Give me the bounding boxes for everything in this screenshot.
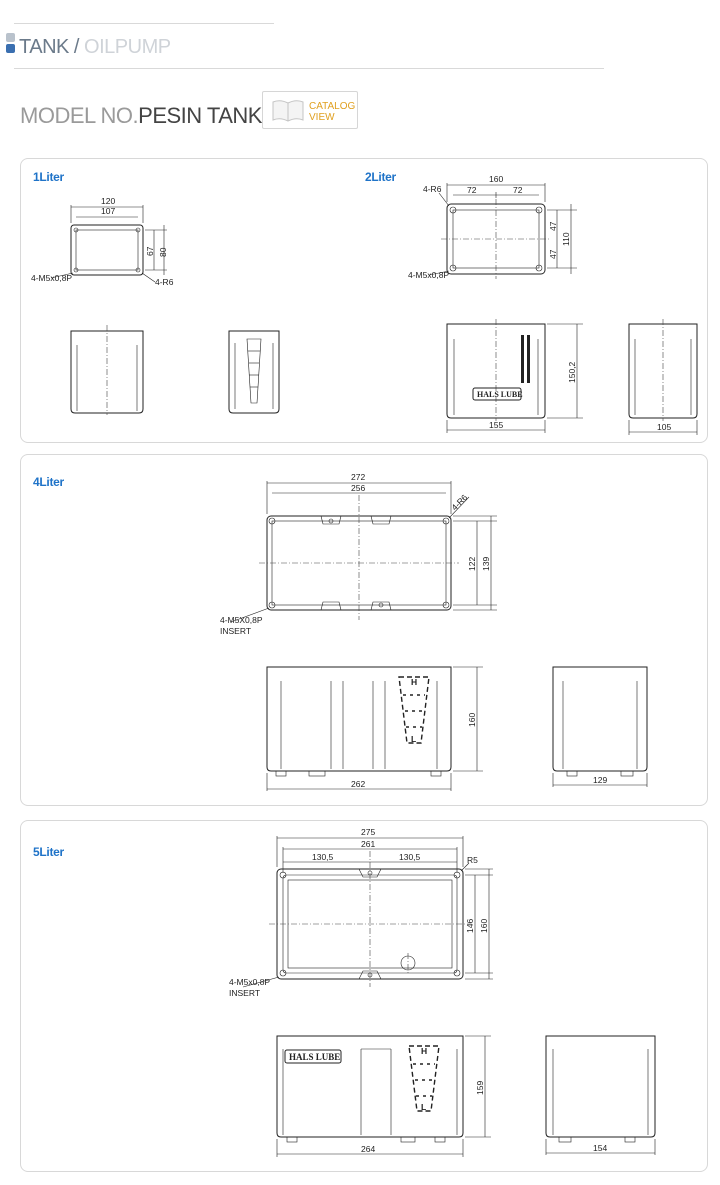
2liter-side-view: 105 — [628, 319, 698, 435]
dim-2l-side-w: 105 — [657, 422, 671, 432]
label-2liter: 2Liter — [365, 170, 396, 184]
dim-2l-radius: 4-R6 — [423, 184, 442, 194]
catalog-line1: CATALOG — [309, 101, 356, 112]
dim-2l-half-a: 72 — [467, 185, 477, 195]
dim-4l-h-inner: 122 — [467, 557, 477, 571]
dim-1l-h-outer: 80 — [158, 247, 168, 257]
dim-1l-w-outer: 120 — [101, 196, 115, 206]
dim-5l-w-outer: 275 — [361, 827, 375, 837]
dim-2l-h-b: 47 — [548, 249, 558, 259]
dim-1l-h-inner: 67 — [145, 246, 155, 256]
drawing-1-2-liter: 120 107 67 80 4-M5x0,8P 4-R6 — [31, 174, 698, 435]
5l-gauge-h: H — [421, 1046, 427, 1056]
dim-1l-screw: 4-M5x0,8P — [31, 273, 72, 283]
4l-gauge-l: L — [411, 734, 416, 744]
dim-1l-w-inner: 107 — [101, 206, 115, 216]
drawing-5-liter: 275 261 130,5 130,5 R5 146 160 4-M5x0,8P… — [229, 827, 656, 1157]
1liter-front-view — [70, 325, 144, 415]
dim-5l-h-outer: 160 — [479, 919, 489, 933]
dim-4l-screw: 4-M5X0,8P — [220, 615, 263, 625]
label-1liter: 1Liter — [33, 170, 64, 184]
book-icon — [272, 100, 304, 122]
dim-4l-insert: INSERT — [220, 626, 251, 636]
dim-5l-radius: R5 — [467, 855, 478, 865]
1liter-side-view — [228, 330, 280, 414]
label-5liter: 5Liter — [33, 845, 64, 859]
4liter-top-view: 272 256 4-R6 122 139 4-M5X0,8P INSERT — [220, 472, 497, 636]
4l-gauge-h: H — [411, 677, 417, 687]
1liter-top-view: 120 107 67 80 4-M5x0,8P 4-R6 — [31, 196, 174, 287]
breadcrumb-oilpump[interactable]: OILPUMP — [84, 36, 171, 58]
dim-2l-h-a: 47 — [548, 221, 558, 231]
5l-brand: HALS LUBE — [289, 1052, 340, 1062]
dim-4l-w-outer: 272 — [351, 472, 365, 482]
top-divider — [14, 23, 274, 24]
dim-5l-side-w: 154 — [593, 1143, 607, 1153]
2l-brand: HALS LUBE — [477, 390, 523, 399]
drawing-4-liter: 272 256 4-R6 122 139 4-M5X0,8P INSERT H … — [220, 472, 648, 791]
dim-5l-half-a: 130,5 — [312, 852, 334, 862]
5l-gauge-l: L — [421, 1102, 426, 1112]
dim-1l-radius: 4-R6 — [155, 277, 174, 287]
dim-4l-side-w: 129 — [593, 775, 607, 785]
breadcrumb-separator: / — [73, 36, 80, 58]
2liter-top-view: 160 72 72 47 47 110 4-R6 4-M5x0,8P — [408, 174, 577, 280]
4liter-front-view: H L 160 262 — [266, 666, 483, 791]
dim-5l-insert: INSERT — [229, 988, 260, 998]
bullet-icon — [6, 33, 15, 55]
dim-5l-front-w: 264 — [361, 1144, 375, 1154]
dim-2l-screw: 4-M5x0,8P — [408, 270, 449, 280]
dim-2l-half-b: 72 — [513, 185, 523, 195]
dim-2l-height: 150,2 — [567, 361, 577, 383]
dim-5l-screw: 4-M5x0,8P — [229, 977, 270, 987]
model-number: MODEL NO.PESIN TANK — [20, 103, 262, 129]
dim-2l-w-outer: 160 — [489, 174, 503, 184]
model-value: PESIN TANK — [138, 103, 262, 128]
dim-5l-w-inner: 261 — [361, 839, 375, 849]
dim-2l-front-w: 155 — [489, 420, 503, 430]
dim-4l-w-inner: 256 — [351, 483, 365, 493]
5liter-front-view: HALS LUBE H L 159 264 — [276, 1035, 491, 1157]
panel-4-liter: 4Liter 272 256 4-R6 122 139 4-M5X0,8P — [20, 454, 708, 806]
dim-4l-h-outer: 139 — [481, 557, 491, 571]
dim-4l-radius: 4-R6 — [449, 492, 469, 512]
4liter-side-view: 129 — [552, 666, 648, 787]
label-4liter: 4Liter — [33, 475, 64, 489]
breadcrumb: TANK / OILPUMP — [6, 33, 171, 59]
dim-4l-height: 160 — [467, 713, 477, 727]
catalog-line2: VIEW — [309, 112, 335, 123]
2liter-front-view: HALS LUBE 150,2 155 — [446, 319, 583, 433]
dim-5l-h-inner: 146 — [465, 919, 475, 933]
header-divider — [14, 68, 604, 69]
5liter-side-view: 154 — [545, 1035, 656, 1155]
dim-5l-half-b: 130,5 — [399, 852, 421, 862]
5liter-top-view: 275 261 130,5 130,5 R5 146 160 4-M5x0,8P… — [229, 827, 493, 998]
breadcrumb-current[interactable]: TANK — [19, 36, 69, 58]
panel-1-2-liter: 1Liter 2Liter 120 107 67 80 4-M5x0,8P 4-… — [20, 158, 708, 443]
dim-4l-front-w: 262 — [351, 779, 365, 789]
dim-5l-height: 159 — [475, 1081, 485, 1095]
dim-2l-h-outer: 110 — [561, 232, 571, 246]
model-label: MODEL NO. — [20, 103, 139, 128]
panel-5-liter: 5Liter 275 261 130,5 130,5 R5 — [20, 820, 708, 1172]
